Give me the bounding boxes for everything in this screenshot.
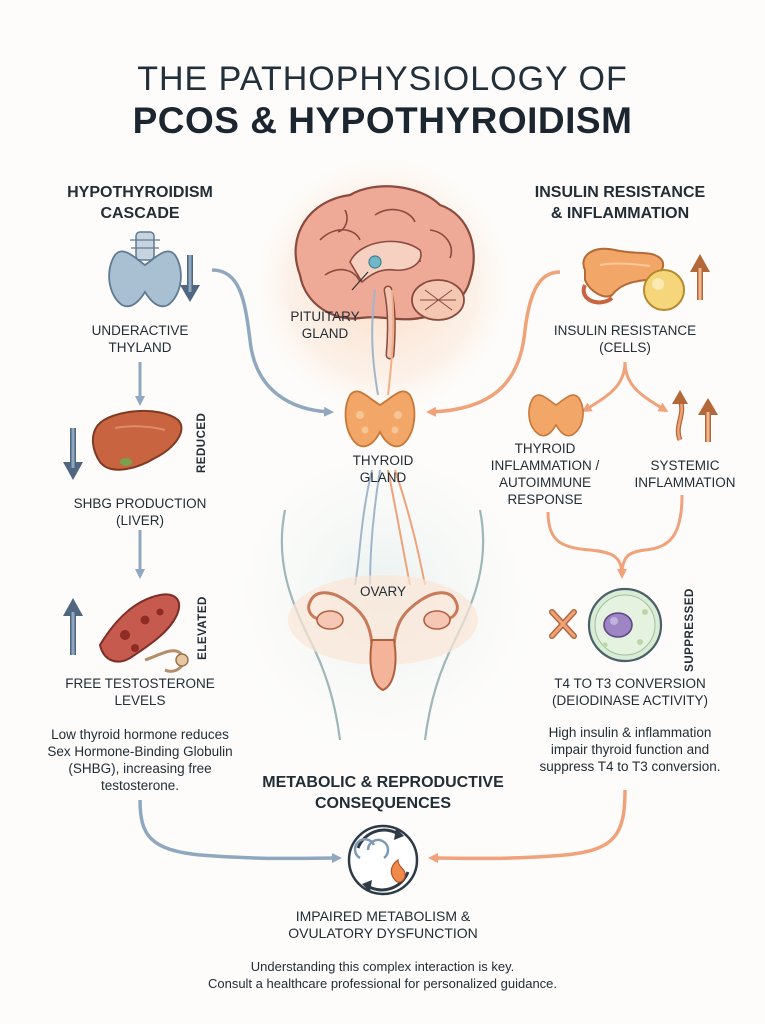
suppressed-x-icon (549, 609, 577, 639)
underactive-thyroid-label-line2: THYLAND (108, 340, 172, 355)
footer-note: Understanding this complex interaction i… (0, 958, 765, 992)
systemic-inflammation-label: SYSTEMIC INFLAMMATION (620, 457, 750, 491)
pituitary-label-line1: PITUITARY (290, 309, 360, 324)
pituitary-label-line2: GLAND (301, 326, 349, 341)
systemic-inflammation-line2: INFLAMMATION (634, 475, 736, 490)
footer-line2: Consult a healthcare professional for pe… (207, 976, 558, 991)
insulin-resistance-label-line2: (CELLS) (599, 340, 651, 355)
left-explanation: Low thyroid hormone reduces Sex Hormone-… (20, 726, 260, 794)
left-heading: HYPOTHYROIDISM CASCADE (40, 182, 240, 224)
thyroid-gland-label-line1: THYROID (352, 453, 414, 468)
outcome-label-line2: OVULATORY DYSFUNCTION (288, 925, 478, 941)
arrow-insulin-to-thyroid (426, 270, 561, 417)
consequences-heading-line1: METABOLIC & REPRODUCTIVE (262, 774, 504, 791)
outcome-label-line1: IMPAIRED METABOLISM & (295, 908, 471, 924)
shbg-label-line1: SHBG PRODUCTION (73, 496, 207, 511)
consequences-heading: METABOLIC & REPRODUCTIVE CONSEQUENCES (243, 772, 523, 814)
up-arrow-insulin-icon (690, 254, 710, 300)
down-arrow-liver-icon (63, 428, 83, 480)
insulin-resistance-label-line1: INSULIN RESISTANCE (553, 323, 697, 338)
arrow-systemic-merge (617, 494, 684, 579)
right-explanation-line2: impair thyroid function and (550, 742, 710, 757)
pituitary-label: PITUITARY GLAND (275, 308, 375, 342)
systemic-inflammation-line1: SYSTEMIC (650, 458, 720, 473)
conversion-label: T4 TO T3 CONVERSION (DEIODINASE ACTIVITY… (515, 675, 745, 709)
left-heading-line2: CASCADE (100, 205, 180, 222)
title-line1: THE PATHOPHYSIOLOGY OF (137, 60, 628, 98)
arrow-left-to-consequences (138, 799, 342, 864)
elevated-tag: ELEVATED (197, 596, 209, 660)
left-explanation-line2: Sex Hormone-Binding Globulin (47, 744, 233, 759)
thyroid-inflammation-line3: AUTOIMMUNE (498, 475, 591, 490)
thyroid-inflammation-line4: RESPONSE (507, 492, 583, 507)
conversion-label-line2: (DEIODINASE ACTIVITY) (551, 693, 709, 708)
hormone-pathways (354, 289, 426, 586)
consequences-heading-line2: CONSEQUENCES (314, 795, 452, 812)
left-explanation-line1: Low thyroid hormone reduces (51, 727, 229, 742)
suppressed-tag: SUPPRESSED (684, 588, 696, 672)
thyroid-gland-label-line2: GLAND (359, 470, 407, 485)
conversion-label-line1: T4 TO T3 CONVERSION (554, 676, 706, 691)
free-testosterone-label-line2: LEVELS (114, 693, 166, 708)
cell-icon (587, 587, 663, 663)
ovary-label: OVARY (359, 584, 407, 599)
right-explanation-line1: High insulin & inflammation (548, 725, 712, 740)
inflamed-thyroid-icon (528, 394, 584, 437)
underactive-thyroid-icon (108, 231, 182, 308)
shbg-label: SHBG PRODUCTION (LIVER) (40, 495, 240, 529)
reduced-tag: REDUCED (196, 412, 208, 473)
arrow-insulin-to-thyroid-inflammation (581, 361, 627, 413)
fat-cell-icon (643, 269, 685, 311)
uterus-ovary-illustration (288, 575, 478, 692)
right-explanation: High insulin & inflammation impair thyro… (510, 724, 750, 775)
arrow-right-to-consequences (428, 789, 627, 864)
thyroid-inflammation-line1: THYROID (514, 441, 576, 456)
underactive-thyroid-label: UNDERACTIVE THYLAND (40, 322, 240, 356)
blood-vessel-icon (98, 593, 189, 673)
thyroid-gland-label: THYROID GLAND (330, 452, 436, 486)
underactive-thyroid-label-line1: UNDERACTIVE (91, 323, 189, 338)
left-explanation-line3: (SHBG), increasing free (68, 761, 212, 776)
arrow-hypothyroid-to-thyroid (211, 268, 334, 417)
arrow-insulin-to-systemic (623, 361, 669, 413)
down-arrow-icon (180, 255, 200, 302)
inflammation-arrows-icon (672, 390, 718, 442)
free-testosterone-label-line1: FREE TESTOSTERONE (65, 676, 215, 691)
pancreas-icon (581, 247, 665, 305)
up-arrow-testosterone-icon (63, 598, 83, 655)
footer-line1: Understanding this complex interaction i… (250, 959, 515, 974)
thyroid-gland-illustration (344, 390, 416, 448)
right-explanation-line3: suppress T4 to T3 conversion. (539, 759, 721, 774)
brain-illustration (294, 185, 475, 360)
metabolism-cycle-icon (347, 824, 419, 896)
shbg-label-line2: (LIVER) (115, 513, 164, 528)
liver-icon (92, 409, 183, 471)
outcome-label: IMPAIRED METABOLISM & OVULATORY DYSFUNCT… (253, 908, 513, 942)
thyroid-inflammation-line2: INFLAMMATION / (490, 458, 600, 473)
thyroid-inflammation-label: THYROID INFLAMMATION / AUTOIMMUNE RESPON… (480, 440, 610, 508)
left-heading-line1: HYPOTHYROIDISM (67, 184, 213, 201)
insulin-resistance-label: INSULIN RESISTANCE (CELLS) (525, 322, 725, 356)
arrow-thyroid-inflam-merge (546, 511, 624, 576)
left-explanation-line4: testosterone. (100, 778, 180, 793)
title-line2: PCOS & HYPOTHYROIDISM (132, 100, 633, 141)
right-heading-line2: & INFLAMMATION (550, 205, 690, 222)
right-heading: INSULIN RESISTANCE & INFLAMMATION (505, 182, 735, 224)
right-heading-line1: INSULIN RESISTANCE (534, 184, 706, 201)
free-testosterone-label: FREE TESTOSTERONE LEVELS (30, 675, 250, 709)
